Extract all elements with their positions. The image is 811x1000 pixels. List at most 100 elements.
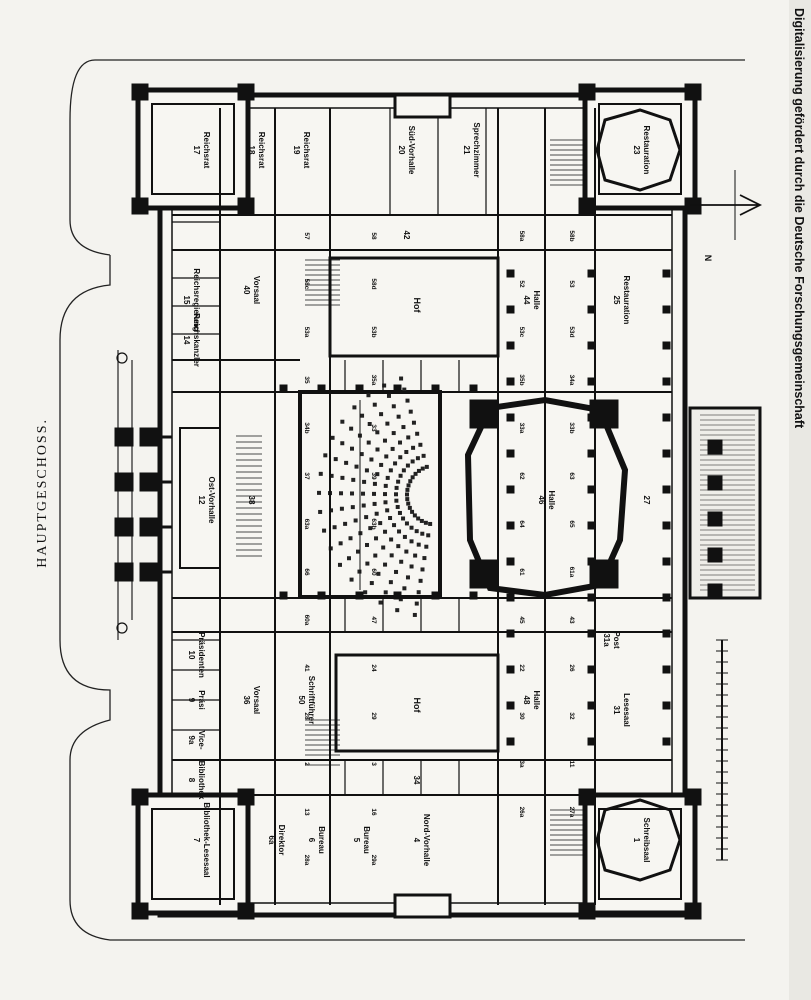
seat xyxy=(364,468,369,473)
octagon-room xyxy=(595,108,682,192)
corridor-pier xyxy=(662,593,671,602)
corridor-pier xyxy=(662,701,671,710)
seat xyxy=(329,508,334,513)
seat xyxy=(424,544,429,549)
corridor-pier xyxy=(506,269,515,278)
room-number-small: 58 xyxy=(370,232,377,240)
seat xyxy=(357,569,362,574)
seat xyxy=(391,404,396,409)
room-number-small: 34b xyxy=(303,422,310,433)
room-number-small: 37 xyxy=(303,472,310,480)
room-number: 6a xyxy=(267,836,276,845)
seat xyxy=(361,491,366,496)
tower-pier xyxy=(131,83,149,101)
seat xyxy=(386,393,391,398)
seat xyxy=(409,525,414,530)
corridor-pier xyxy=(587,485,596,494)
room-number-small: 28 xyxy=(303,712,310,720)
seat xyxy=(422,556,427,561)
seat xyxy=(372,481,377,486)
seat xyxy=(389,537,394,542)
seat xyxy=(322,528,327,533)
seat xyxy=(340,441,345,446)
room-number: 10 xyxy=(187,651,196,660)
room-name: Sprechzimmer xyxy=(472,122,481,177)
seat xyxy=(383,492,388,497)
seat xyxy=(397,529,402,534)
room-number-small: 53d xyxy=(568,326,575,337)
seat xyxy=(382,383,387,388)
seat xyxy=(388,468,393,473)
seat xyxy=(414,529,419,534)
room-name: Präsi xyxy=(197,690,206,710)
corridor-pier xyxy=(587,269,596,278)
seat xyxy=(369,581,374,586)
drive-marker xyxy=(116,622,128,634)
room-number-small: 2 xyxy=(303,762,310,766)
seat xyxy=(416,468,421,473)
seat xyxy=(366,393,371,398)
seat xyxy=(405,575,410,580)
seat xyxy=(394,485,399,490)
seat xyxy=(329,473,334,478)
corridor-pier xyxy=(506,521,515,530)
seat xyxy=(373,553,378,558)
seat xyxy=(318,509,323,514)
room-name: Lesesaal xyxy=(622,693,631,727)
room-number-small: 58b xyxy=(568,230,575,241)
seat xyxy=(323,453,328,458)
seat xyxy=(404,521,409,526)
seat xyxy=(365,561,370,566)
room-number-small: 63 xyxy=(568,472,575,480)
room-name: Post xyxy=(612,631,621,649)
seat xyxy=(420,531,425,536)
seat xyxy=(366,440,371,445)
portico-column xyxy=(114,562,134,582)
room-number: 40 xyxy=(242,286,251,295)
seat xyxy=(399,559,404,564)
room-name: Reichskanzler xyxy=(192,313,201,367)
room-name: Restauration xyxy=(642,126,651,175)
seat xyxy=(402,534,407,539)
digitization-credit-strip: Digitalisierung gefördert durch die Deut… xyxy=(789,0,811,1000)
seat xyxy=(355,549,360,554)
seat xyxy=(346,556,351,561)
seat xyxy=(343,521,348,526)
seat xyxy=(401,468,406,473)
seat xyxy=(339,506,344,511)
seat xyxy=(405,492,410,497)
seat xyxy=(352,405,357,410)
room-number-small: 35b xyxy=(518,374,525,385)
room-number: 5 xyxy=(352,838,361,843)
seat xyxy=(394,492,399,497)
room-name: Vice- xyxy=(197,731,206,750)
seat xyxy=(375,430,380,435)
room-number-small: 35a xyxy=(370,375,377,386)
seat xyxy=(395,504,400,509)
seat xyxy=(383,500,388,505)
room-number-small: 33 xyxy=(370,424,377,432)
corridor-pier xyxy=(587,665,596,674)
room-number: 31a xyxy=(602,633,611,647)
seat xyxy=(409,564,414,569)
seat xyxy=(369,457,374,462)
seat xyxy=(409,539,414,544)
corner-tower xyxy=(135,792,251,916)
seat xyxy=(317,490,322,495)
corridor-pier xyxy=(662,377,671,386)
tower-pier xyxy=(578,197,596,215)
room-number-small: 32 xyxy=(568,712,575,720)
tower-pier xyxy=(131,788,149,806)
seat xyxy=(349,577,354,582)
room-number-small: 53a xyxy=(303,327,310,338)
compass-label: N xyxy=(703,255,713,262)
corridor-pier xyxy=(662,341,671,350)
seat xyxy=(398,440,403,445)
room-number-small: 58d xyxy=(370,278,377,289)
room-number: 46 xyxy=(537,496,546,505)
seat xyxy=(354,464,359,469)
seat xyxy=(406,501,411,506)
corridor-pier xyxy=(317,384,326,393)
seat xyxy=(405,497,410,502)
seat xyxy=(392,523,397,528)
